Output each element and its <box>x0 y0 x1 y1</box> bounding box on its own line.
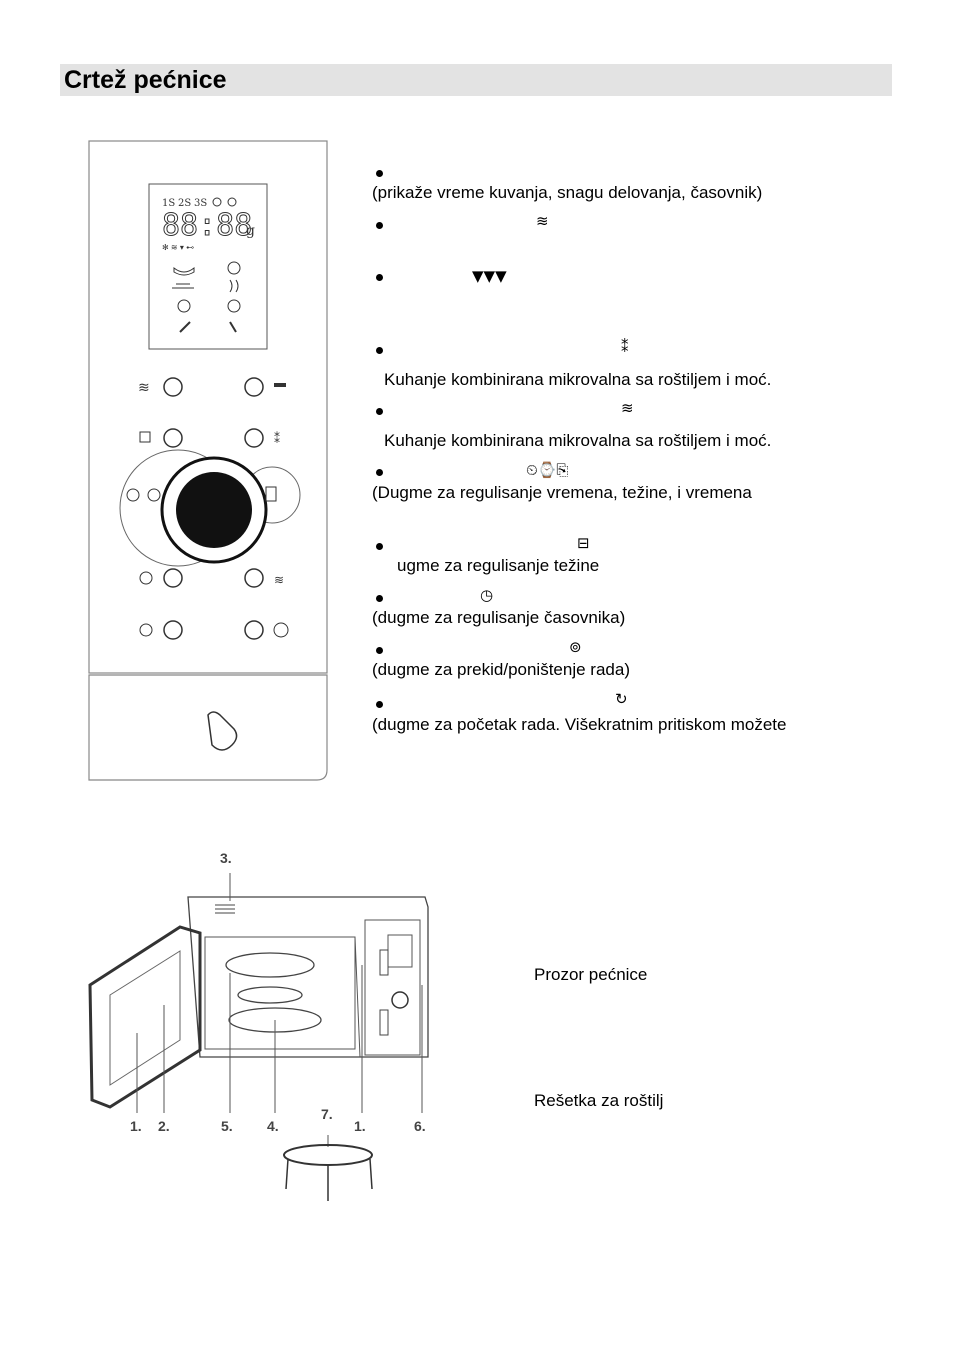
door-open-hand-icon <box>207 711 238 751</box>
desc-text-9: (dugme za prekid/poništenje rada) <box>372 660 630 679</box>
weight-button-icon <box>139 431 151 443</box>
microwave-button-icon: ≋ <box>138 379 150 395</box>
soup-icon <box>173 266 195 276</box>
combi-1-button-icon: ⁑ <box>274 431 280 446</box>
callout-7: 7. <box>321 1106 333 1122</box>
control-panel-illustration: 1S 2S 3S 88:88 g ✻ ≋ ▾ ⊷ ≋ ⁑ <box>88 140 328 782</box>
pizza-icon <box>172 283 194 289</box>
part-label-oven-window: Prozor pećnice <box>534 965 648 984</box>
desc-text-4: Kuhanje kombinirana mikrovalna sa roštil… <box>384 370 772 389</box>
oven-dial <box>391 991 409 1009</box>
start-icon: ↻ <box>615 690 628 708</box>
door-window <box>109 950 181 1086</box>
meat-icon <box>229 321 237 333</box>
control-panel <box>364 919 421 1056</box>
part-label-grill-rack: Rešetka za roštilj <box>534 1091 664 1110</box>
stop-button <box>244 620 264 640</box>
oven-illustration: 3. 1. 2. 5. 4. 1. 6. 7. <box>80 845 450 1215</box>
glass-tray <box>225 952 315 978</box>
section-header: Crtež pećnice <box>60 64 892 96</box>
clock-icon: ◷ <box>480 586 494 604</box>
callout-4: 4. <box>267 1118 279 1134</box>
combi-1-icon: ⁑ <box>621 338 629 356</box>
display-mode-icons: ✻ ≋ ▾ ⊷ <box>162 243 194 252</box>
bullet-2 <box>376 222 383 229</box>
desc-text-6: (Dugme za regulisanje vremena, težine, i… <box>372 483 752 502</box>
bullet-5 <box>376 408 383 415</box>
combi-2-icon: ≋ <box>621 399 634 417</box>
weight-icon: ⊟ <box>577 534 590 552</box>
control-panel-drawing: 1S 2S 3S 88:88 g ✻ ≋ ▾ ⊷ ≋ ⁑ <box>88 140 328 781</box>
callout-1-door: 1. <box>130 1118 142 1134</box>
callout-5: 5. <box>221 1118 233 1134</box>
bullet-10 <box>376 701 383 708</box>
callout-6: 6. <box>414 1118 426 1134</box>
bullet-9 <box>376 647 383 654</box>
callout-2: 2. <box>158 1118 170 1134</box>
microwave-button <box>163 377 183 397</box>
display-label-2s: 2S <box>178 198 191 209</box>
steam-icon <box>229 279 239 293</box>
display-label-3s: 3S <box>194 198 207 209</box>
clock-button-icon <box>139 571 153 585</box>
stop-button-icon <box>273 622 289 638</box>
door-latch-right <box>379 949 389 976</box>
bullet-6 <box>376 469 383 476</box>
grill-button <box>244 377 264 397</box>
panel-frame <box>88 140 328 674</box>
oven-display <box>387 934 413 968</box>
bullet-3 <box>376 274 383 281</box>
vegetable-icon <box>179 321 191 333</box>
callout-3: 3. <box>220 850 232 866</box>
roller-ring <box>237 986 303 1004</box>
grill-rack <box>283 1144 373 1166</box>
display-timer-icon <box>227 197 237 207</box>
oven-cavity <box>204 936 356 1050</box>
start-button-icon <box>139 623 153 637</box>
display-window <box>148 183 268 350</box>
dial-clock-icon <box>126 488 140 502</box>
oven-door <box>88 925 202 1109</box>
dial-timer-icon <box>147 488 161 502</box>
dial-knob-pointer <box>210 477 218 491</box>
page-title: Crtež pećnice <box>64 66 227 94</box>
display-digits: 88:88 <box>162 208 252 243</box>
start-button <box>163 620 183 640</box>
dial-copy-icon <box>265 486 277 502</box>
oven-drawing: 3. 1. 2. 5. 4. 1. 6. 7. <box>88 850 429 1201</box>
time-weight-icon: ⏲⌚⎘ <box>526 461 569 479</box>
potato-icon <box>227 261 241 275</box>
door-latch-right-2 <box>379 1009 389 1036</box>
grill-button-icon <box>274 383 286 387</box>
bake-icon <box>227 299 241 313</box>
desc-text-7: ugme za regulisanje težine <box>397 556 600 575</box>
cake-icon <box>177 299 191 313</box>
bullet-7 <box>376 543 383 550</box>
combi-2-button-icon: ≋ <box>274 573 284 587</box>
grill-icon: ▼▼▼ <box>472 267 507 285</box>
combi-2-button <box>244 568 264 588</box>
door-handle-frame <box>88 674 328 781</box>
clock-button <box>163 568 183 588</box>
bullet-8 <box>376 595 383 602</box>
desc-text-8: (dugme za regulisanje časovnika) <box>372 608 626 627</box>
desc-text-1: (prikaže vreme kuvanja, snagu delovanja,… <box>372 183 763 202</box>
rotary-dial <box>176 472 252 548</box>
bullet-4 <box>376 347 383 354</box>
desc-text-10: (dugme za početak rada. Višekratnim prit… <box>372 715 787 734</box>
display-unit: g <box>246 223 255 239</box>
display-label-1s: 1S <box>162 198 175 209</box>
stop-icon: ⊚ <box>569 638 582 656</box>
oven-body <box>187 896 429 1058</box>
weight-button <box>163 428 183 448</box>
combi-1-button <box>244 428 264 448</box>
desc-text-5: Kuhanje kombinirana mikrovalna sa roštil… <box>384 431 772 450</box>
microwave-icon: ≋ <box>536 212 549 230</box>
display-clock-icon <box>212 197 222 207</box>
callout-1-latch: 1. <box>354 1118 366 1134</box>
bullet-1 <box>376 170 383 177</box>
